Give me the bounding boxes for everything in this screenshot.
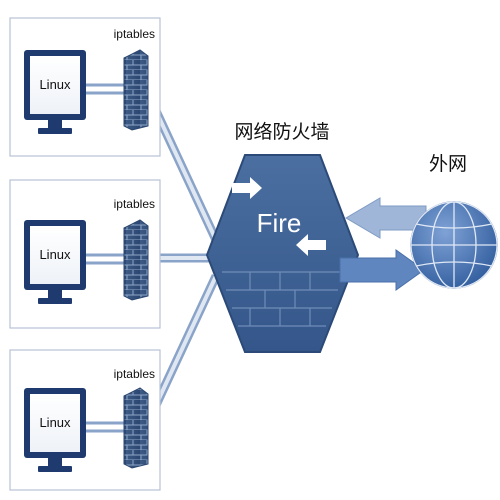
arrow-icon — [339, 249, 425, 291]
iptables-label: iptables — [114, 27, 155, 41]
link-host-1 — [145, 96, 221, 242]
iptables-label: iptables — [114, 367, 155, 381]
brick-wall-icon — [123, 387, 149, 469]
monitor-icon — [24, 220, 86, 304]
os-label: Linux — [39, 415, 71, 430]
host-panel-2: iptables Linux — [9, 179, 161, 329]
link-host-3 — [145, 274, 221, 420]
host-links — [145, 96, 221, 420]
host-panel-1: iptables Linux — [9, 17, 161, 157]
brick-wall-icon — [123, 49, 149, 131]
arrow-icon — [296, 234, 326, 256]
firewall-brick-texture — [222, 271, 344, 327]
brick-wall-icon — [123, 219, 149, 301]
hexagon-firewall-icon — [205, 154, 360, 353]
arrow-icon — [232, 177, 262, 199]
os-label: Linux — [39, 77, 71, 92]
firewall-title: 网络防火墙 — [234, 121, 329, 143]
firewall-logo-text: Fire — [257, 208, 302, 238]
internet-label: 外网 — [429, 153, 467, 175]
os-label: Linux — [39, 247, 71, 262]
globe-icon — [410, 201, 498, 289]
host-panel-3: iptables Linux — [9, 349, 161, 491]
iptables-label: iptables — [114, 197, 155, 211]
monitor-icon — [24, 388, 86, 472]
monitor-icon — [24, 50, 86, 134]
